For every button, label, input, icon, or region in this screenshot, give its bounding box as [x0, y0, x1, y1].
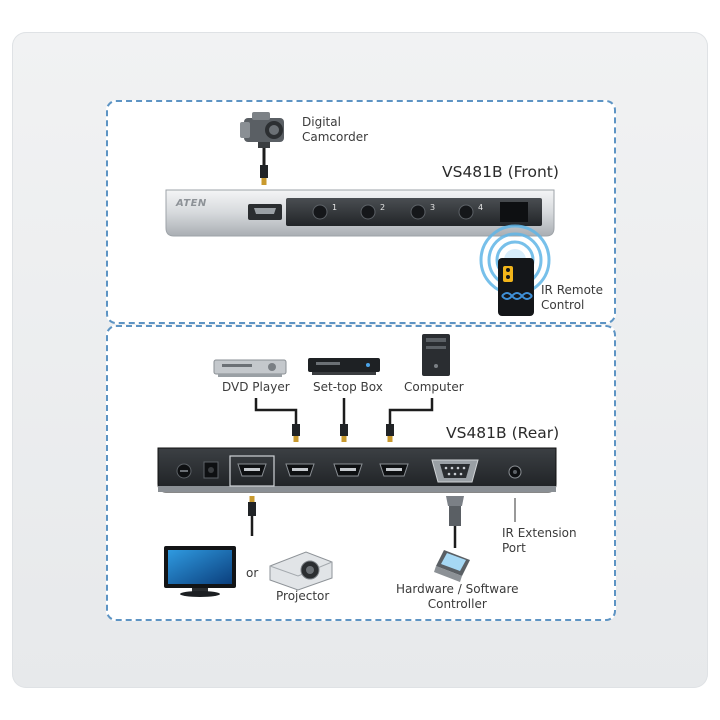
or-label: or — [246, 566, 259, 580]
ir-extension-label: IR Extension Port — [502, 526, 577, 555]
front-panel-title: VS481B (Front) — [442, 163, 559, 181]
dvd-player-label: DVD Player — [222, 380, 290, 394]
serial-cable — [446, 496, 464, 548]
rear-panel-title: VS481B (Rear) — [446, 424, 560, 442]
settop-box-icon — [308, 358, 380, 375]
camcorder-label: Digital Camcorder — [302, 115, 369, 144]
ir-remote-label: IR Remote Control — [541, 283, 603, 312]
source-cables — [254, 398, 434, 424]
settop-box-label: Set-top Box — [313, 380, 383, 394]
camcorder-icon — [240, 112, 284, 148]
tv-icon — [164, 546, 236, 597]
projector-icon — [269, 551, 333, 591]
port-number-3: 3 — [430, 203, 436, 212]
source-connectors — [292, 424, 394, 442]
computer-label: Computer — [404, 380, 464, 394]
port-number-2: 2 — [380, 203, 386, 212]
controller-icon — [434, 550, 470, 582]
vs481b-front-device — [165, 189, 555, 237]
port-number-1: 1 — [332, 203, 338, 212]
ir-remote-icon — [498, 258, 534, 316]
dvd-player-icon — [213, 359, 287, 377]
projector-label: Projector — [276, 589, 330, 603]
camcorder-cable — [260, 148, 268, 185]
port-number-4: 4 — [478, 203, 484, 212]
vs481b-rear-device — [157, 447, 557, 493]
output-cable — [248, 496, 256, 536]
controller-label: Hardware / Software Controller — [396, 582, 519, 611]
aten-logo: ATEN — [176, 198, 207, 209]
computer-icon — [422, 334, 450, 376]
